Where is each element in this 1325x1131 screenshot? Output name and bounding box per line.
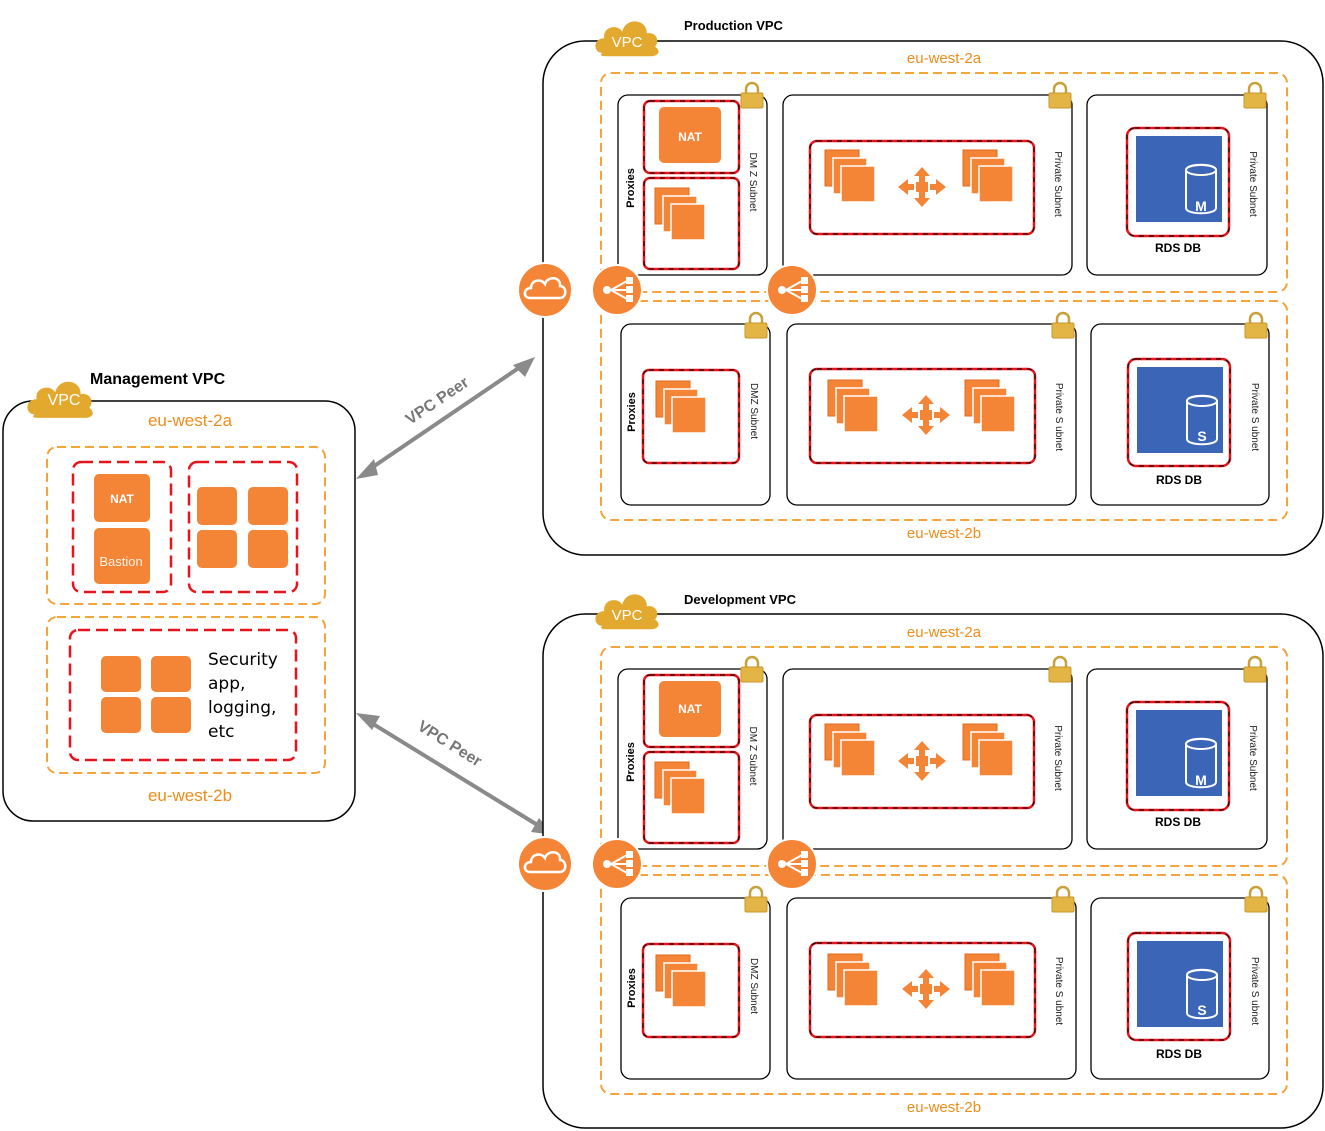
availability-zone-a: [46, 446, 326, 605]
instance-stack-icon: [655, 380, 707, 434]
proxies-label: Proxies: [625, 742, 637, 782]
app-instance-stack-icon: [962, 149, 1014, 203]
rds-db-label: RDS DB: [1155, 815, 1201, 829]
load-balancer-icon: [591, 838, 643, 890]
app-instance-stack-icon: [962, 723, 1014, 777]
management-vpc-border: [2, 400, 356, 822]
nat-label: NAT: [678, 130, 702, 144]
security-line-3: logging,: [208, 698, 276, 718]
private-subnet-label: Private Subnet: [1052, 725, 1063, 791]
instance-stack-icon: [654, 761, 706, 815]
peering-arrowhead-start: [356, 713, 380, 730]
private-subnet-label: Private S ubnet: [1053, 957, 1064, 1026]
private-subnet-label: Private S ubnet: [1249, 957, 1260, 1026]
load-balancer-icon: [591, 264, 643, 316]
management-vpc-title: Management VPC: [90, 371, 226, 388]
nat-label: NAT: [110, 492, 134, 506]
development-vpc: VPC Development VPC eu-west-2a eu-west-2…: [516, 592, 1324, 1129]
instance-stack-icon: [655, 954, 707, 1008]
app-instance-stack-icon: [827, 953, 879, 1007]
dmz-subnet-label: DMZ Subnet: [748, 958, 759, 1014]
rds-db-label: RDS DB: [1155, 241, 1201, 255]
proxies-label: Proxies: [626, 392, 638, 432]
app-instance-stack-icon: [964, 379, 1016, 433]
bastion-instance-box: [94, 528, 150, 584]
nat-instance-box: [94, 474, 150, 522]
instance-grid-icon: [197, 487, 288, 568]
az-label-b: eu-west-2b: [907, 525, 981, 542]
vpc-badge-label: VPC: [612, 607, 643, 624]
security-line-1: Security: [208, 650, 278, 670]
security-line-4: etc: [208, 722, 234, 742]
nat-instance-box: [659, 681, 721, 737]
proxies-label: Proxies: [626, 968, 638, 1008]
peering-arrow-line: [363, 717, 546, 831]
rds-slave-icon: [1136, 940, 1224, 1028]
app-instance-stack-icon: [824, 723, 876, 777]
vpc-peering-top: VPC Peer: [356, 357, 535, 479]
az-label-b: eu-west-2b: [907, 1099, 981, 1116]
instance-stack-icon: [654, 187, 706, 241]
rds-slave-letter: S: [1197, 428, 1206, 444]
vpc-peer-label: VPC Peer: [414, 718, 484, 771]
security-group-nat-bastion: [71, 460, 173, 594]
security-group-instances: [187, 460, 299, 594]
load-balancer-icon: [766, 264, 818, 316]
management-vpc: VPC Management VPC eu-west-2a NAT Bastio…: [2, 371, 356, 822]
private-subnet-label: Private Subnet: [1247, 151, 1258, 217]
security-group-security-apps: [68, 628, 298, 762]
security-apps-label: Security app, logging, etc: [208, 650, 283, 742]
rds-db-label: RDS DB: [1156, 473, 1202, 487]
peering-arrowhead-start: [356, 459, 378, 479]
peering-arrowhead-end: [513, 357, 535, 377]
internet-gateway-icon: [516, 261, 574, 319]
rds-master-letter: M: [1195, 198, 1207, 214]
az-label-a: eu-west-2a: [148, 411, 233, 430]
app-instance-stack-icon: [824, 149, 876, 203]
private-subnet-label: Private S ubnet: [1249, 383, 1260, 452]
az-label-a: eu-west-2a: [907, 50, 982, 67]
vpc-peering-bottom: VPC Peer: [356, 713, 554, 835]
dmz-subnet-label: DM Z Subnet: [747, 153, 758, 212]
rds-master-letter: M: [1195, 772, 1207, 788]
rds-master-icon: [1135, 135, 1223, 223]
nat-instance-box: [659, 107, 721, 163]
private-subnet-label: Private Subnet: [1247, 725, 1258, 791]
vpc-badge-label: VPC: [612, 34, 643, 51]
private-subnet-label: Private S ubnet: [1053, 383, 1064, 452]
production-vpc: VPC Production VPC eu-west-2a eu-west-2b…: [516, 18, 1324, 556]
rds-slave-icon: [1136, 366, 1224, 454]
dmz-subnet-label: DMZ Subnet: [748, 383, 759, 439]
rds-slave-letter: S: [1197, 1002, 1206, 1018]
availability-zone-b: [46, 616, 326, 774]
rds-master-icon: [1135, 709, 1223, 797]
rds-db-label: RDS DB: [1156, 1047, 1202, 1061]
production-vpc-title: Production VPC: [684, 18, 784, 33]
development-vpc-title: Development VPC: [684, 592, 797, 607]
peering-arrow-line: [362, 361, 528, 475]
vpc-badge-label: VPC: [48, 392, 81, 409]
private-subnet-label: Private Subnet: [1052, 151, 1063, 217]
internet-gateway-icon: [516, 835, 574, 893]
dmz-subnet-a: [617, 94, 768, 276]
dmz-subnet-label: DM Z Subnet: [747, 727, 758, 786]
az-label-a: eu-west-2a: [907, 624, 982, 641]
security-line-2: app,: [208, 674, 245, 694]
nat-label: NAT: [678, 702, 702, 716]
vpc-peer-label: VPC Peer: [403, 374, 472, 428]
app-instance-stack-icon: [964, 953, 1016, 1007]
app-instance-stack-icon: [827, 379, 879, 433]
proxies-label: Proxies: [625, 168, 637, 208]
security-instance-grid-icon: [101, 656, 191, 733]
dmz-subnet-a: [617, 668, 768, 850]
az-label-b: eu-west-2b: [148, 786, 232, 805]
bastion-label: Bastion: [99, 554, 142, 569]
load-balancer-icon: [766, 838, 818, 890]
